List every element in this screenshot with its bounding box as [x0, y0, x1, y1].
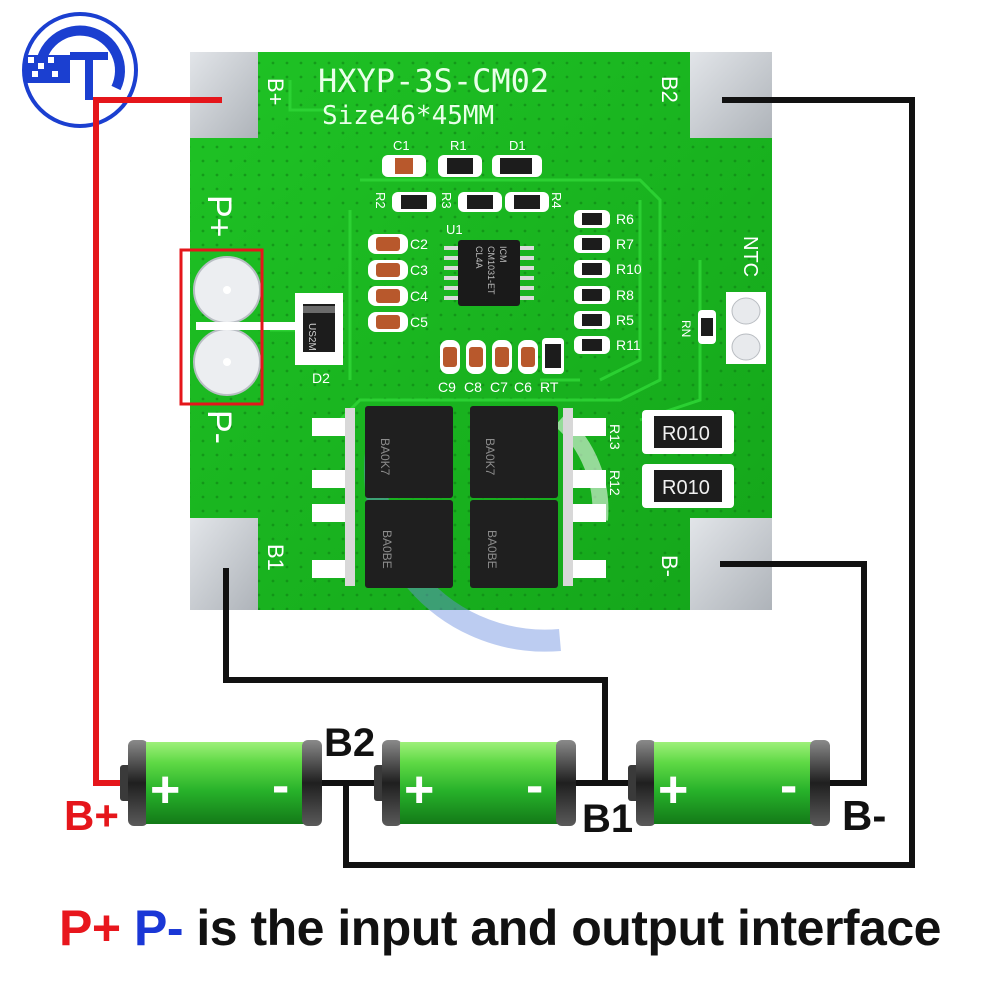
silk-p-plus: P+	[200, 195, 238, 238]
silk-b1: B1	[263, 544, 288, 571]
component-r2	[392, 192, 436, 212]
brand-logo-icon	[22, 12, 138, 128]
sense-resistor-r12: R010	[642, 464, 734, 508]
silk-b2: B2	[657, 76, 682, 103]
r13-marking: R010	[662, 423, 710, 445]
caption-p-plus: P+	[59, 900, 121, 956]
label-b-minus: B-	[842, 792, 886, 839]
component-r1	[438, 155, 482, 177]
wire-b-plus	[93, 97, 222, 786]
battery-1-minus: -	[272, 757, 289, 815]
silk-rn: RN	[679, 320, 693, 337]
ic-marking-3: CL4A	[474, 246, 484, 269]
wiring	[93, 97, 915, 868]
caption: P+ P- is the input and output interface	[0, 888, 1000, 968]
silk-b-minus: B-	[657, 555, 682, 577]
silk-r13: R13	[607, 424, 623, 450]
r12-marking: R010	[662, 477, 710, 499]
label-b2: B2	[324, 721, 375, 765]
wire-b1	[223, 568, 640, 786]
silk-r11: R11	[616, 337, 641, 353]
battery-3-minus: -	[780, 757, 797, 815]
silk-d2: D2	[312, 370, 330, 386]
caption-text: is the input and output interface	[196, 900, 941, 956]
pcb-board: B+ B2 B1 B- HXYP-3S-CM02 Size46*45MM P+ …	[179, 52, 772, 652]
wire-b2	[343, 97, 915, 868]
label-b-plus: B+	[64, 792, 119, 839]
silk-c8: C8	[464, 379, 482, 395]
p-port-pads	[193, 256, 303, 396]
silk-r1: R1	[450, 138, 467, 153]
silk-r3: R3	[439, 192, 454, 209]
board-size: Size46*45MM	[322, 101, 494, 131]
silk-c7: C7	[490, 379, 508, 395]
battery-3-plus: +	[658, 761, 688, 819]
capacitors-left	[368, 234, 408, 332]
diode-marking: US2M	[306, 323, 317, 351]
pad-b2	[690, 52, 772, 138]
silk-c3: C3	[410, 262, 428, 278]
silk-rt: RT	[540, 379, 559, 395]
battery-2: + -	[374, 740, 576, 826]
label-b1: B1	[582, 797, 633, 841]
silk-c4: C4	[410, 288, 428, 304]
mosfet-marking-1: BA0K7	[378, 438, 392, 476]
silk-c6: C6	[514, 379, 532, 395]
mosfet-marking-3: BA0BE	[380, 530, 394, 569]
component-d1	[492, 155, 542, 177]
resistors-right	[574, 210, 610, 354]
silk-d1: D1	[509, 138, 526, 153]
board-model: HXYP-3S-CM02	[318, 62, 549, 100]
battery-2-plus: +	[404, 761, 434, 819]
capacitors-bottom	[440, 338, 564, 374]
silk-r6: R6	[616, 211, 634, 227]
component-c1	[382, 155, 426, 177]
wire-b-minus	[720, 561, 867, 786]
silk-r8: R8	[616, 287, 634, 303]
p-port-highlight-box	[179, 248, 264, 406]
battery-2-minus: -	[526, 757, 543, 815]
ic-marking-2: CM1031-ET	[486, 246, 496, 295]
pad-b-plus	[190, 52, 258, 138]
silk-r7: R7	[616, 236, 634, 252]
silk-c5: C5	[410, 314, 428, 330]
sense-resistor-r13: R010	[642, 410, 734, 454]
component-r3	[458, 192, 502, 212]
mosfet-marking-4: BA0BE	[485, 530, 499, 569]
component-r4	[505, 192, 549, 212]
battery-3: + -	[628, 740, 830, 826]
silk-c2: C2	[410, 236, 428, 252]
silk-r2: R2	[373, 192, 388, 209]
diode-d2: US2M	[295, 293, 343, 365]
battery-1-plus: +	[150, 761, 180, 819]
silk-b-plus: B+	[263, 78, 288, 106]
silk-p-minus: P-	[200, 410, 238, 444]
ic-marking-1: ICM	[498, 246, 508, 263]
silk-r10: R10	[616, 261, 642, 277]
silk-u1: U1	[446, 222, 463, 237]
silk-r5: R5	[616, 312, 634, 328]
silk-r4: R4	[549, 192, 564, 209]
component-rn	[698, 310, 716, 344]
silk-c9: C9	[438, 379, 456, 395]
battery-1: + -	[120, 740, 322, 826]
caption-p-minus: P-	[133, 900, 184, 956]
mosfet-array: BA0K7 BA0K7 BA0BE BA0BE	[312, 406, 606, 588]
silk-r12: R12	[607, 470, 623, 496]
ntc-connector	[726, 292, 766, 364]
mosfet-marking-2: BA0K7	[483, 438, 497, 476]
silk-ntc: NTC	[739, 236, 761, 277]
ic-u1: ICM CM1031-ET CL4A	[444, 240, 534, 306]
silk-c1: C1	[393, 138, 410, 153]
